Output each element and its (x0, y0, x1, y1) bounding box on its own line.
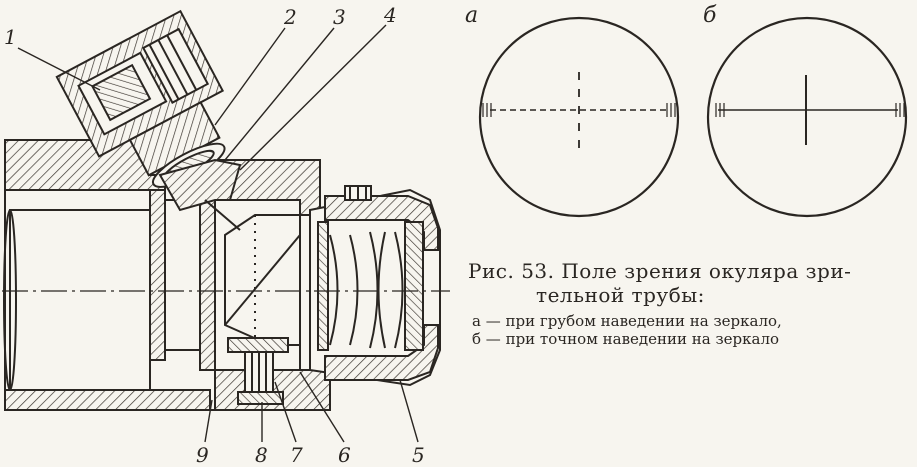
part-label-6: 6 (338, 443, 351, 467)
caption-note-b: б — при точном наведении на зеркало (472, 330, 780, 348)
part-label-2: 2 (283, 5, 297, 29)
view-label-b: б (703, 3, 717, 28)
caption-note-a: а — при грубом наведении на зеркало, (472, 312, 782, 330)
part-label-5: 5 (412, 443, 425, 467)
figure-caption: Рис. 53. Поле зрения окуляра зри- тельно… (468, 259, 913, 348)
part-label-3: 3 (333, 5, 346, 29)
part-label-9: 9 (196, 443, 209, 467)
view-label-a: а (465, 3, 478, 28)
part-label-1: 1 (4, 25, 17, 49)
field-of-view-coarse (478, 16, 680, 218)
part-label-4: 4 (383, 3, 397, 27)
part-label-8: 8 (255, 443, 268, 467)
caption-title-line2: тельной трубы: (536, 283, 705, 307)
part-label-7: 7 (290, 443, 303, 467)
caption-title-line1: Рис. 53. Поле зрения окуляра зри- (468, 259, 852, 283)
field-of-view-fine (706, 16, 908, 218)
